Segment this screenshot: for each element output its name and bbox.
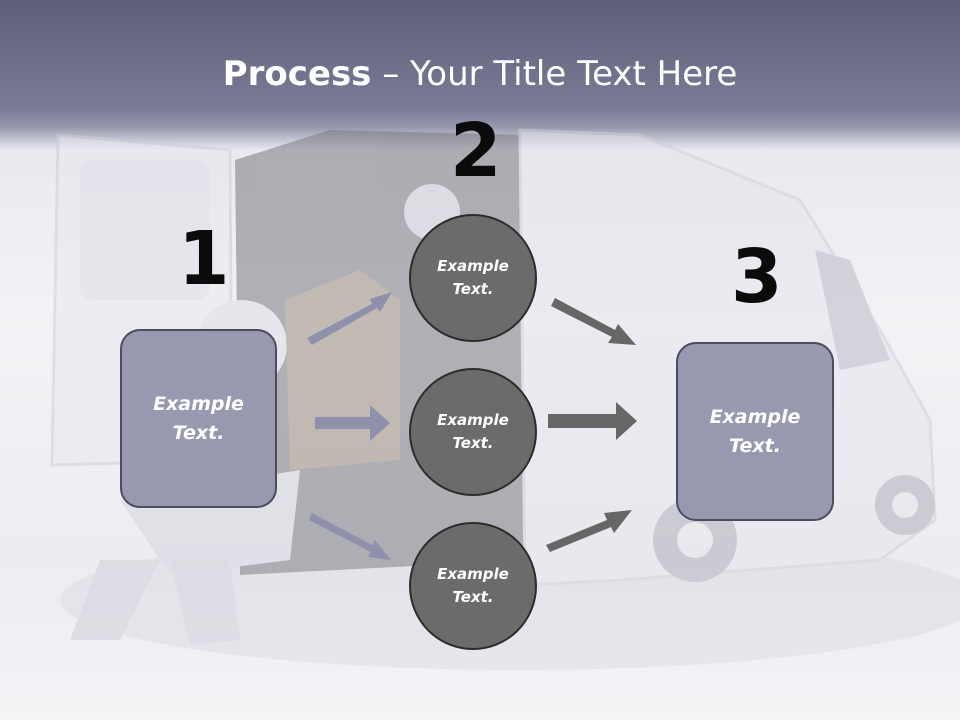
circle-bottom: Example Text.: [409, 522, 537, 650]
circle-top-text: Example Text.: [437, 257, 509, 298]
arrow-in-middle: [315, 405, 390, 441]
title-bold: Process: [222, 54, 372, 94]
circle-middle: Example Text.: [409, 368, 537, 496]
step-number-2: 2: [450, 108, 502, 194]
title-rest: – Your Title Text Here: [371, 54, 738, 94]
circle-middle-text: Example Text.: [437, 411, 509, 452]
step-number-3: 3: [731, 234, 783, 320]
arrow-out-middle: [548, 402, 637, 440]
step-box-1: Example Text.: [120, 329, 277, 508]
arrow-out-bottom: [546, 510, 632, 552]
arrow-out-top: [551, 298, 636, 345]
arrow-in-top: [307, 292, 392, 345]
step-box-1-text: Example Text.: [153, 392, 244, 444]
step-number-1: 1: [178, 216, 230, 302]
arrow-in-bottom: [309, 513, 391, 560]
slide-title: Process – Your Title Text Here: [0, 54, 960, 94]
circle-bottom-text: Example Text.: [437, 565, 509, 606]
circle-top: Example Text.: [409, 214, 537, 342]
step-box-3-text: Example Text.: [709, 405, 801, 457]
step-box-3: Example Text.: [676, 342, 834, 521]
